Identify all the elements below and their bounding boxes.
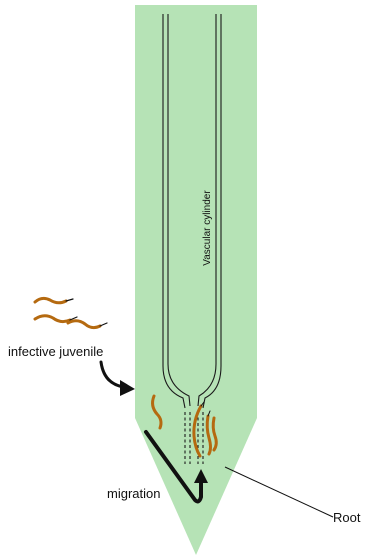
nematode-icon [100, 323, 107, 326]
root-shape [135, 5, 257, 555]
nematode-icon [35, 316, 70, 322]
migration-label: migration [107, 486, 160, 501]
nematode-icon [68, 321, 100, 328]
vascular-cylinder-label: Vascular cylinder [202, 190, 213, 266]
nematode-icon [35, 298, 66, 302]
root-label: Root [333, 510, 361, 525]
root-leader-line [225, 467, 333, 517]
nematode-icon-group [35, 298, 107, 327]
curved-arrow-icon [101, 362, 135, 396]
infective-juvenile-label: infective juvenile [8, 344, 103, 359]
